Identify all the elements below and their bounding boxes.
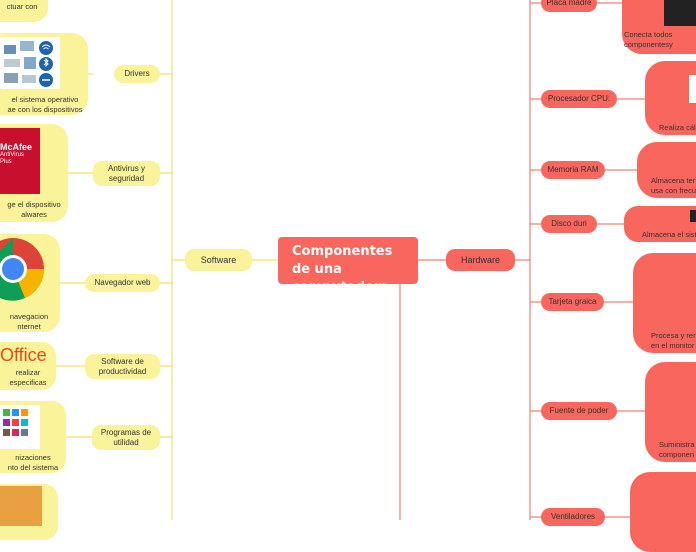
drivers-desc-line2: ae con los dispositivos bbox=[7, 105, 83, 114]
graphics-card-node[interactable]: Tarjeta graica bbox=[541, 293, 604, 311]
chrome-logo-icon bbox=[0, 238, 45, 301]
ram-desc-line2: usa con frecu bbox=[651, 186, 696, 195]
productivity-desc-line1: realizar bbox=[15, 368, 41, 377]
power-desc: Suministra componen bbox=[659, 440, 696, 460]
software-bottom-card[interactable] bbox=[0, 484, 58, 540]
cpu-desc: Realiza cál bbox=[659, 123, 696, 133]
cpu-image bbox=[689, 75, 696, 103]
mcafee-box-image: McAfee AntiVirus Plus bbox=[0, 128, 40, 194]
utility-apps-icon bbox=[0, 405, 40, 449]
drivers-card[interactable]: el sistema operativo ae con los disposit… bbox=[0, 33, 88, 115]
motherboard-desc-line1: Conecta todos bbox=[624, 30, 673, 39]
browser-desc-line1: navegacion bbox=[9, 312, 49, 321]
drivers-desc: el sistema operativo ae con los disposit… bbox=[2, 95, 88, 115]
utilities-node[interactable]: Programas de utilidad bbox=[92, 425, 160, 450]
drivers-desc-line1: el sistema operativo bbox=[11, 95, 79, 104]
utilities-desc: nizaciones nto del sistema bbox=[0, 453, 66, 473]
connector-lines bbox=[56, 0, 645, 520]
utilities-desc-line2: nto del sistema bbox=[7, 463, 59, 472]
antivirus-desc: ge el dispositivo alwares bbox=[2, 200, 66, 220]
graphics-desc: Procesa y ren en el monitor bbox=[651, 331, 696, 351]
central-topic[interactable]: Componentes de una computadora bbox=[278, 237, 418, 295]
productivity-node[interactable]: Software de productividad bbox=[85, 354, 160, 379]
web-browser-node[interactable]: Navegador web bbox=[85, 274, 160, 292]
power-supply-node[interactable]: Fuente de poder bbox=[541, 402, 617, 420]
software-top-text: ctuar con bbox=[6, 2, 38, 11]
cpu-card[interactable]: Realiza cál bbox=[645, 61, 696, 135]
hard-disk-image bbox=[690, 210, 696, 222]
power-desc-line1: Suministra bbox=[659, 440, 695, 449]
browser-desc: navegacion nternet bbox=[0, 312, 58, 332]
antivirus-card[interactable]: McAfee AntiVirus Plus ge el dispositivo … bbox=[0, 124, 68, 222]
productivity-desc: realizar especificas bbox=[0, 368, 56, 388]
motherboard-desc: Conecta todos componentesy bbox=[624, 30, 696, 50]
motherboard-node[interactable]: Placa madre bbox=[541, 0, 597, 12]
drivers-node[interactable]: Drivers bbox=[114, 65, 160, 83]
devices-icon bbox=[0, 37, 60, 89]
utilities-card[interactable]: nizaciones nto del sistema bbox=[0, 401, 66, 473]
fans-node[interactable]: Ventiladores bbox=[541, 508, 605, 526]
hard-disk-desc: Almacena el siste bbox=[642, 230, 696, 240]
office-logo: Office bbox=[0, 345, 47, 365]
browser-card[interactable]: navegacion nternet bbox=[0, 234, 60, 332]
hard-disk-node[interactable]: Disco duri bbox=[541, 215, 597, 233]
cpu-node[interactable]: Procesador CPU: bbox=[541, 90, 617, 108]
motherboard-card[interactable]: Conecta todos componentesy bbox=[622, 0, 696, 54]
ram-desc: Almacena ter usa con frecu bbox=[651, 176, 696, 196]
software-node[interactable]: Software bbox=[185, 249, 252, 271]
fans-card[interactable] bbox=[630, 472, 696, 552]
mcafee-product: AntiVirus Plus bbox=[0, 152, 24, 165]
productivity-desc-line2: especificas bbox=[9, 378, 47, 387]
antivirus-desc-line2: alwares bbox=[21, 210, 47, 219]
browser-desc-line2: nternet bbox=[17, 322, 41, 331]
hardware-node[interactable]: Hardware bbox=[446, 249, 515, 271]
power-supply-card[interactable]: Suministra componen bbox=[645, 362, 696, 462]
graphics-desc-line1: Procesa y ren bbox=[651, 331, 696, 340]
cpu-desc-line1: Realiza cál bbox=[659, 123, 696, 132]
power-desc-line2: componen bbox=[659, 450, 695, 459]
hard-disk-desc-line1: Almacena el siste bbox=[642, 230, 696, 239]
motherboard-desc-line2: componentesy bbox=[624, 40, 673, 49]
productivity-card[interactable]: Office realizar especificas bbox=[0, 342, 56, 390]
ram-node[interactable]: Memoria RAM bbox=[541, 161, 605, 179]
utilities-desc-line1: nizaciones bbox=[15, 453, 51, 462]
motherboard-image bbox=[664, 0, 696, 26]
ram-card[interactable]: Almacena ter usa con frecu bbox=[637, 142, 696, 198]
hard-disk-card[interactable]: Almacena el siste bbox=[624, 206, 696, 242]
mcafee-brand: McAfee bbox=[0, 142, 33, 152]
graphics-desc-line2: en el monitor bbox=[651, 341, 695, 350]
software-top-card[interactable]: ctuar con bbox=[0, 0, 48, 22]
antivirus-node[interactable]: Antivirus y seguridad bbox=[93, 161, 160, 186]
ram-desc-line1: Almacena ter bbox=[651, 176, 696, 185]
software-bottom-image bbox=[0, 486, 42, 526]
antivirus-desc-line1: ge el dispositivo bbox=[7, 200, 61, 209]
graphics-card-card[interactable]: Procesa y ren en el monitor bbox=[633, 253, 696, 353]
